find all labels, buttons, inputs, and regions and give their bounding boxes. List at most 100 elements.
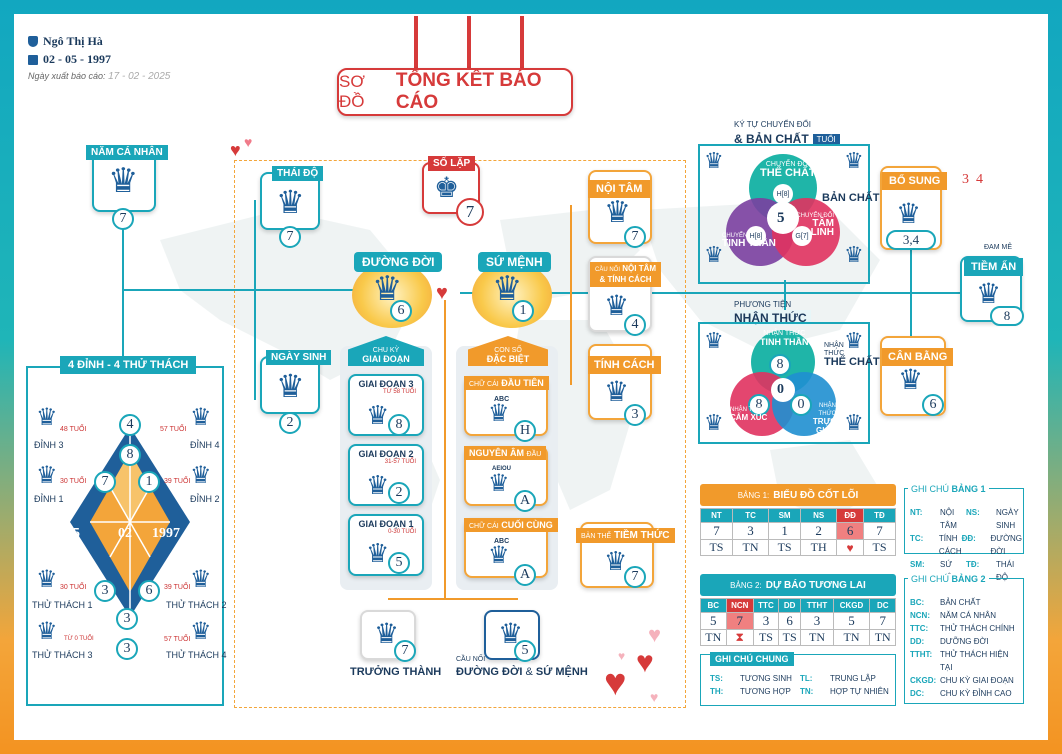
truong-thanh-card[interactable]: ♛ (360, 610, 416, 660)
legend-code: NT: (910, 508, 923, 517)
table-tag-cell: TH (800, 539, 838, 556)
legend-row: DD:DƯỠNG ĐỜI (910, 635, 1022, 648)
crown-icon: ♛ (190, 566, 212, 593)
thu-thach-3-label: THỬ THÁCH 3 (32, 650, 93, 660)
so-lap-label: SỐ LẶP (428, 156, 476, 171)
table-header-cell: TC (731, 508, 770, 523)
cau-noi-duong-doi-sub: CẦU NỐI (456, 656, 486, 663)
peak-right-value: 1 (138, 471, 160, 493)
h8-left-badge: H[8] (746, 226, 766, 246)
cau-noi-duong-doi-label: ĐƯỜNG ĐỜI & SỨ MỆNH (456, 666, 588, 678)
table-tag-cell: TN (832, 629, 871, 646)
thu-thach-4-label: THỬ THÁCH 4 (166, 650, 227, 660)
tiem-an-value: 8 (990, 306, 1024, 326)
nhan-thuc-panel (698, 322, 870, 444)
challenge-left-value: 3 (94, 580, 116, 602)
heart-icon: ♥ (604, 662, 627, 704)
challenge-main-value: 3 (116, 608, 138, 630)
page-title-a: SƠ ĐỒ (339, 72, 365, 111)
giai-doan-3-card[interactable]: GIAI ĐOẠN 3 TỪ 58 TUỔI (348, 374, 424, 436)
connector (784, 280, 786, 320)
connector (122, 289, 256, 291)
crown-icon: ♛ (704, 148, 724, 173)
nt-cam-xuc-value: 8 (748, 394, 770, 416)
ban-chat-title-a: KÝ TỰ CHUYỂN ĐỔI (734, 120, 811, 129)
challenge-right-value: 6 (138, 580, 160, 602)
ban-chat-title: & BẢN CHẤT TUỔI (734, 132, 840, 146)
cau-noi-noi-tam-label: CẦU NỐI NỘI TÂM& TÍNH CÁCH (590, 262, 662, 287)
table-tag-cell: TN (800, 629, 834, 646)
dinh-1-label: ĐỈNH 1 (34, 494, 64, 504)
legend1-title: GHI CHÚ BẢNG 1 (908, 484, 989, 494)
connector (570, 205, 572, 385)
connector (254, 200, 256, 400)
dinh-3-label: ĐỈNH 3 (34, 440, 64, 450)
legend-code: BC: (910, 598, 925, 607)
ban-chat-panel (698, 144, 870, 284)
crown-icon: ♛ (488, 470, 510, 497)
table-value-cell: 7 (725, 612, 755, 630)
legend-code: TC: (910, 534, 924, 543)
nhan-thuc-sub: PHƯƠNG TIỆN (734, 300, 792, 309)
dinh-3-age: 48 TUỔI (60, 426, 87, 433)
truong-thanh-label: TRƯỞNG THÀNH (350, 666, 442, 678)
crown-icon: ♛ (896, 198, 922, 229)
connector (254, 289, 354, 291)
connector (680, 292, 970, 294)
legend-text: TƯƠNG SINH (740, 674, 792, 683)
crown-icon: ♛ (898, 364, 924, 395)
nhan-thuc-center-value: 0 (777, 382, 784, 397)
thu-thach-1-age: 30 TUỔI (60, 584, 87, 591)
noi-tam-value: 7 (624, 226, 646, 248)
profile-name: Ngô Thị Hà (43, 34, 103, 48)
giai-doan-2-value: 2 (388, 482, 410, 504)
table-value-cell: 6 (836, 522, 864, 540)
crown-icon: ♛ (604, 376, 630, 407)
thai-do-label: THÁI ĐỘ (272, 166, 324, 181)
crown-icon: ♛ (108, 162, 139, 200)
table-value-cell: 5 (832, 612, 871, 630)
giai-doan-2-card[interactable]: GIAI ĐOẠN 2 31-57 TUỔI (348, 444, 424, 506)
crown-icon: ♛ (976, 278, 1002, 309)
crown-icon: ♛ (844, 148, 864, 173)
nt-truc-giac-value: 0 (790, 394, 812, 416)
crown-icon: ♛ (844, 328, 864, 353)
table-value-cell: 7 (869, 612, 896, 630)
table-value-cell: 1 (768, 522, 802, 540)
bo-sung-value: 3,4 (886, 230, 936, 250)
table-value-cell: 7 (700, 522, 733, 540)
crown-icon: ♛ (374, 618, 400, 649)
birth-month: 02 (118, 526, 132, 541)
legend-code: TN: (800, 687, 814, 696)
legend-text: TÍNH CÁCH (938, 534, 962, 556)
person-icon: ♚ (434, 172, 460, 203)
table-tag-cell: TN (700, 629, 727, 646)
date-of-birth: 02 - 05 - 1997 (43, 52, 111, 66)
legend-row: TTC:THỬ THÁCH CHÍNH (910, 622, 1022, 635)
g7-badge: G[7] (792, 226, 812, 246)
tiem-thuc-value: 7 (624, 566, 646, 588)
peak-top-value: 4 (119, 414, 141, 436)
legend-code: SM: (910, 560, 925, 569)
su-menh-badge[interactable] (472, 262, 552, 328)
giai-doan-1-card[interactable]: GIAI ĐOẠN 1 0-30 TUỔI (348, 514, 424, 576)
table1-title: BẢNG 1:BIỂU ĐỒ CỐT LÕI (700, 484, 896, 506)
crown-icon: ♛ (190, 462, 212, 489)
legend-text: NĂM CÁ NHÂN (940, 611, 997, 620)
crown-icon: ♛ (366, 538, 390, 568)
legend-text: CHU KỲ ĐỈNH CAO (940, 689, 1012, 698)
connector (444, 300, 446, 600)
crown-icon: ♛ (36, 566, 58, 593)
crown-icon: ♛ (604, 196, 631, 229)
crown-icon: ♛ (190, 618, 212, 645)
su-menh-label: SỨ MỆNH (478, 252, 551, 272)
ban-chat-center-value: 5 (777, 210, 785, 226)
legend-row: BC:BẢN CHẤT (910, 596, 1022, 609)
shield-icon (28, 36, 38, 47)
legend-text: THỬ THÁCH HIỆN TẠI (940, 650, 1009, 672)
